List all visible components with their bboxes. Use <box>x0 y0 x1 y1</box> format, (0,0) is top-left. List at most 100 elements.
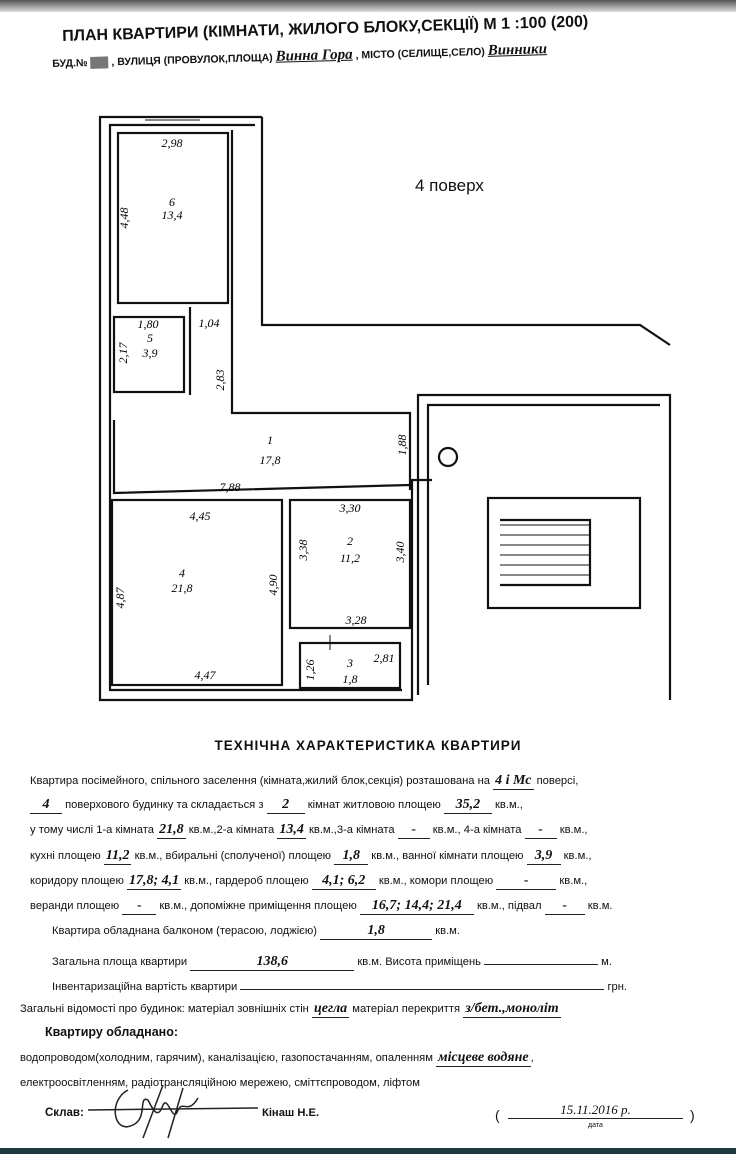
text: кв.м., допоміжне приміщення площею <box>159 900 357 912</box>
total-area-value: 138,6 <box>190 954 355 971</box>
room-2-number: 2 <box>347 534 353 548</box>
text: водопроводом(холодним, гарячим), каналіз… <box>20 1052 433 1064</box>
text: кв.м. <box>587 900 613 912</box>
wardrobe-value: 4,1; 6,2 <box>311 873 376 890</box>
dim-label: 3,28 <box>345 613 367 627</box>
compiler-name: Кінаш Н.Е. <box>262 1107 320 1119</box>
text: кв.м., комори площею <box>378 875 494 887</box>
text: поверхового будинку та складається з <box>65 799 264 811</box>
kitchen-value: 11,2 <box>103 848 132 865</box>
aux-value: 16,7; 14,4; 21,4 <box>359 898 474 915</box>
section-heading: ТЕХНІЧНА ХАРАКТЕРИСТИКА КВАРТИРИ <box>214 738 522 753</box>
city-label: , МІСТО (СЕЛИЩЕ,СЕЛО) <box>355 45 485 62</box>
text: кв.м., ванної кімнати площею <box>371 850 524 862</box>
tech-line-12: водопроводом(холодним, гарячим), каналіз… <box>20 1050 534 1067</box>
dim-label: 4,48 <box>117 208 131 229</box>
basement-value: - <box>544 898 585 915</box>
address-line: БУД.№ , ВУЛИЦЯ (ПРОВУЛОК,ПЛОЩА) Винна Го… <box>52 41 547 72</box>
room-3-area: 1,8 <box>343 672 358 686</box>
text: у тому числі 1-а кімната <box>30 824 154 836</box>
rooms-value: 2 <box>266 797 305 814</box>
dim-label: 3,40 <box>393 542 407 564</box>
floor-label: 4 поверх <box>415 176 484 195</box>
living-area-value: 35,2 <box>443 797 492 814</box>
text: грн. <box>607 981 628 993</box>
compiled-label: Склав: <box>45 1107 84 1119</box>
veranda-value: - <box>122 898 157 915</box>
text: , <box>530 1052 534 1064</box>
dim-label: 1,80 <box>138 317 159 331</box>
text: кв.м., <box>559 824 588 836</box>
storage-value: - <box>496 873 557 890</box>
text: м. <box>601 956 612 968</box>
room-5-area: 3,9 <box>142 346 158 360</box>
bath-value: 3,9 <box>526 848 561 865</box>
room-3-number: 3 <box>346 656 353 670</box>
text: Квартира посімейного, спільного заселенн… <box>30 775 491 787</box>
dim-label: 4,47 <box>195 668 217 682</box>
scan-edge-bottom <box>0 1148 736 1154</box>
walls <box>98 115 672 702</box>
room-labels: 6 13,4 5 3,9 1 17,8 4 21,8 2 11,2 3 1,8 <box>142 195 361 686</box>
dim-label: 3,38 <box>296 540 310 562</box>
text: кв.м., <box>563 850 592 862</box>
tech-line-3: у тому числі 1-а кімната 21,8 кв.м.,2-а … <box>30 822 588 839</box>
signature <box>88 1084 259 1139</box>
text: Загальна площа квартири <box>52 956 188 968</box>
dim-label: 3,30 <box>339 501 361 515</box>
tech-line-6: веранди площею - кв.м., допоміжне приміщ… <box>30 898 613 915</box>
dim-label: 1,26 <box>303 660 317 681</box>
text: коридору площею <box>30 875 124 887</box>
floor-plan: 6 13,4 5 3,9 1 17,8 4 21,8 2 11,2 3 1,8 … <box>98 115 672 702</box>
text: кв.м. Висота приміщень <box>357 956 481 968</box>
text: кв.м., 4-а кімната <box>432 824 522 836</box>
tech-line-13: електроосвітленням, радіотрансляційною м… <box>20 1077 420 1089</box>
date-open-paren: ( <box>495 1107 500 1123</box>
text: кв.м., <box>495 799 523 811</box>
dimension-labels: 2,98 4,48 1,80 2,17 1,04 2,83 1,88 7,88 … <box>113 136 409 682</box>
tech-line-5: коридору площею 17,8; 4,1 кв.м., гардеро… <box>30 873 587 890</box>
tech-line-4: кухні площею 11,2 кв.м., вбиральні (спол… <box>30 848 592 865</box>
text: матеріал перекриття <box>352 1003 461 1015</box>
room-1-area: 17,8 <box>260 453 281 467</box>
dim-label: 2,98 <box>162 136 183 150</box>
scan-edge <box>0 0 736 12</box>
tech-line-8: Загальна площа квартири 138,6 кв.м. Висо… <box>52 950 612 971</box>
tech-line-10: Загальні відомості про будинок: матеріал… <box>20 1001 561 1018</box>
building-label: БУД.№ <box>52 57 88 70</box>
dim-label: 2,17 <box>116 342 130 364</box>
text: кв.м.,3-а кімната <box>308 824 395 836</box>
room-5-number: 5 <box>147 331 153 345</box>
date-value: 15.11.2016 р. <box>508 1102 683 1119</box>
tech-line-9: Інвентаризаційна вартість квартири грн. <box>52 975 627 993</box>
dim-label: 4,90 <box>266 575 280 596</box>
corridor-value: 17,8; 4,1 <box>127 873 182 890</box>
dim-label: 7,88 <box>220 480 241 494</box>
room-6-number: 6 <box>169 195 175 209</box>
text: кв.м., <box>559 875 588 887</box>
room4-value: - <box>524 822 557 839</box>
dim-label: 1,04 <box>199 316 220 330</box>
cost-value <box>240 975 605 990</box>
room1-value: 21,8 <box>157 822 186 839</box>
city-value: Винники <box>487 41 548 59</box>
text: Квартира обладнана балконом (терасою, ло… <box>52 925 318 937</box>
dim-label: 4,45 <box>190 509 211 523</box>
room-1-number: 1 <box>267 433 273 447</box>
text: кв.м. <box>435 925 460 937</box>
equipped-heading: Квартиру обладнано: <box>45 1025 178 1039</box>
room-6-area: 13,4 <box>162 208 183 222</box>
dim-label: 2,83 <box>213 370 227 391</box>
dim-label: 2,81 <box>374 651 395 665</box>
heating-value: місцеве водяне <box>436 1050 531 1067</box>
tech-line-7: Квартира обладнана балконом (терасою, ло… <box>52 923 460 940</box>
redacted-building-number <box>90 56 109 70</box>
text: кімнат житловою площею <box>307 799 441 811</box>
page-title: ПЛАН КВАРТИРИ (КІМНАТИ, ЖИЛОГО БЛОКУ,СЕК… <box>62 13 589 45</box>
stair-treads <box>99 119 590 650</box>
walls-value: цегла <box>311 1001 350 1018</box>
street-label: , ВУЛИЦЯ (ПРОВУЛОК,ПЛОЩА) <box>111 51 273 69</box>
tech-line-1: Квартира посімейного, спільного заселенн… <box>30 773 578 790</box>
height-value <box>484 950 599 965</box>
room-2-area: 11,2 <box>340 551 360 565</box>
